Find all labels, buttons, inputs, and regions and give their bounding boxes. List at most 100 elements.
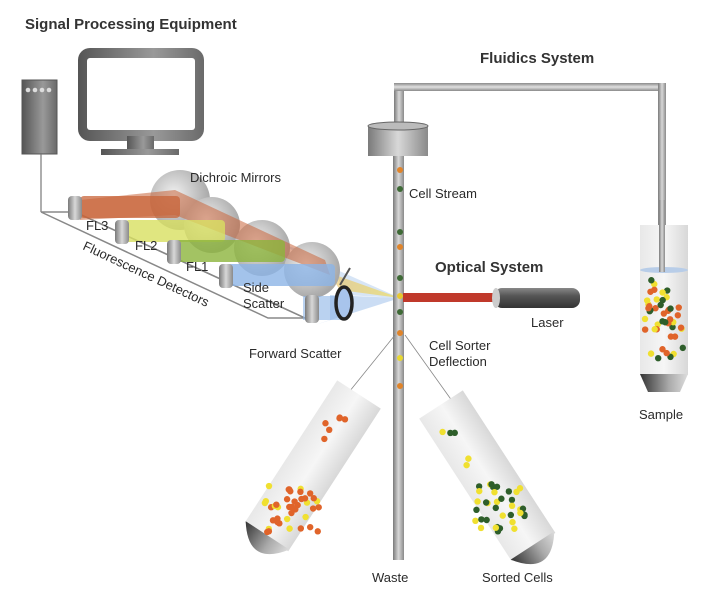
- detector-fl2: [115, 220, 129, 244]
- cell-dot: [493, 483, 501, 490]
- label-dichroic-mirrors: Dichroic Mirrors: [190, 170, 282, 185]
- cell-dot: [491, 488, 498, 496]
- cell-dot: [492, 524, 500, 531]
- label-forward-scatter: Forward Scatter: [249, 346, 342, 361]
- cell-dot: [297, 525, 305, 532]
- detector-forward-scatter: [303, 285, 354, 323]
- cell-dot: [482, 499, 490, 506]
- cell-dot: [674, 312, 682, 319]
- cell-dot: [509, 518, 516, 526]
- cell-dot: [499, 512, 506, 519]
- detector-side-scatter: [219, 264, 233, 288]
- title-fluidics-system: Fluidics System: [480, 50, 594, 67]
- cell-dot: [309, 505, 317, 512]
- cell-dot: [286, 503, 293, 511]
- detector-fl1: [167, 240, 181, 264]
- cell-dot: [326, 426, 333, 434]
- label-sample: Sample: [639, 407, 683, 422]
- label-side-scatter-2: Scatter: [243, 296, 285, 311]
- cell-dot: [273, 501, 280, 508]
- label-fl3: FL3: [86, 218, 108, 233]
- cell-dot: [657, 301, 664, 309]
- label-cell-sorter-1: Cell Sorter: [429, 338, 491, 353]
- cell-dot: [666, 316, 674, 323]
- fluidics-pipe: [394, 83, 666, 273]
- cell-dot: [643, 297, 651, 304]
- label-laser: Laser: [531, 315, 564, 330]
- stream-cells: [397, 167, 403, 389]
- cell-dot: [679, 344, 687, 352]
- cell-dot: [677, 324, 685, 331]
- cell-dot: [302, 513, 309, 521]
- cell-dot: [473, 506, 480, 514]
- cell-dot: [465, 455, 472, 462]
- cell-dot: [294, 501, 301, 509]
- tube-cells: [261, 277, 687, 536]
- label-cell-stream: Cell Stream: [409, 186, 477, 201]
- cell-dot: [283, 515, 291, 523]
- laser-icon: [403, 288, 580, 308]
- label-waste: Waste: [372, 570, 408, 585]
- cell-dot: [297, 488, 304, 496]
- label-cell-sorter-2: Deflection: [429, 354, 487, 369]
- cell-dot: [341, 416, 349, 423]
- cell-dot: [508, 502, 516, 510]
- cell-dot: [474, 498, 481, 505]
- cell-dot: [648, 277, 655, 284]
- cell-dot: [276, 520, 283, 527]
- cell-dot: [647, 350, 655, 357]
- cell-dot: [659, 296, 666, 304]
- monitor-icon: [78, 48, 204, 155]
- cell-dot: [667, 333, 675, 340]
- cell-dot: [659, 346, 666, 353]
- cell-dot: [660, 310, 668, 317]
- cell-dot: [475, 483, 483, 490]
- cell-dot: [498, 495, 505, 502]
- cell-dot: [478, 516, 485, 523]
- cell-dot: [641, 315, 649, 323]
- fl1-beam: [175, 240, 285, 262]
- waste-tube: [244, 380, 381, 555]
- cell-dot: [516, 485, 524, 492]
- cell-dot: [336, 415, 343, 422]
- cell-dot: [265, 482, 273, 490]
- cell-dot: [652, 305, 659, 312]
- label-sorted-cells: Sorted Cells: [482, 570, 553, 585]
- cell-dot: [508, 496, 516, 504]
- title-optical-system: Optical System: [435, 259, 543, 276]
- title-signal-processing: Signal Processing Equipment: [25, 16, 237, 33]
- cell-dot: [315, 504, 322, 511]
- cell-dot: [301, 495, 309, 502]
- cell-dot: [472, 517, 479, 525]
- cell-dot: [667, 305, 674, 312]
- side-scatter-beam: [225, 264, 335, 286]
- fl3-beam: [80, 190, 330, 275]
- cell-dot: [477, 524, 485, 532]
- cell-dot: [647, 288, 654, 295]
- cell-dot: [659, 289, 666, 296]
- cell-dot: [646, 303, 653, 310]
- cell-dot: [439, 428, 446, 436]
- fl2-beam: [125, 220, 225, 242]
- label-fl2: FL2: [135, 238, 157, 253]
- cell-dot: [641, 326, 649, 333]
- label-side-scatter-1: Side: [243, 280, 269, 295]
- cell-dot: [463, 461, 470, 469]
- cell-dot: [483, 516, 490, 524]
- cell-dot: [517, 509, 524, 517]
- cell-dot: [675, 304, 682, 311]
- cell-dot: [269, 517, 277, 524]
- cell-dot: [287, 488, 294, 495]
- cell-dot: [261, 499, 269, 507]
- computer-tower-icon: [21, 79, 58, 212]
- cell-dot: [321, 435, 328, 443]
- cell-dot: [511, 525, 518, 532]
- cell-dot: [476, 487, 483, 495]
- cell-dot: [488, 481, 495, 488]
- cell-dot: [283, 496, 291, 503]
- cell-dot: [451, 429, 458, 437]
- cell-dot: [492, 504, 499, 512]
- cell-dot: [310, 495, 317, 502]
- label-fl1: FL1: [186, 259, 208, 274]
- cell-dot: [507, 511, 515, 519]
